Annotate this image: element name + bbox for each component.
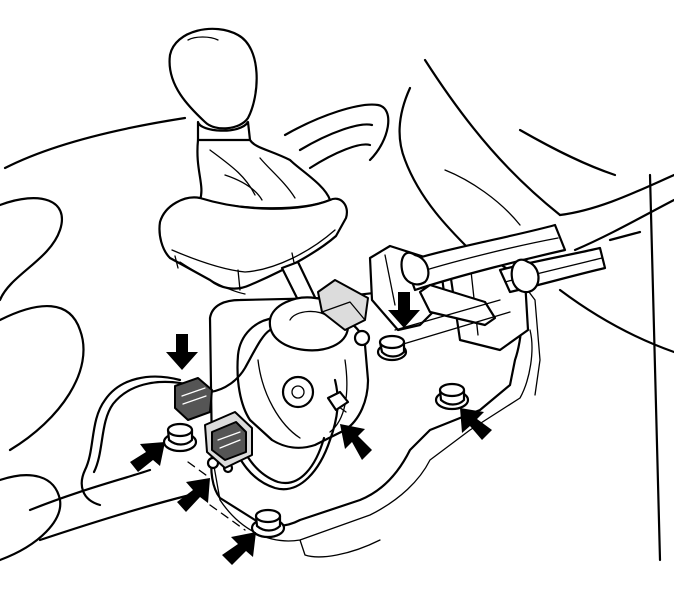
- arrow-top-left-connector: [166, 334, 198, 370]
- front-left-bolt: [162, 422, 198, 453]
- arrow-bottom-bolt: [222, 532, 256, 565]
- arrow-right-bolt: [460, 408, 492, 440]
- lower-connector: [204, 411, 253, 469]
- wiring-harness: [80, 328, 347, 507]
- solenoid-unit: [317, 279, 371, 347]
- mounting-bolts: [162, 334, 470, 539]
- arrow-center-clip: [340, 424, 372, 460]
- electrical-connectors: [174, 377, 253, 469]
- rear-right-bolt: [376, 334, 408, 362]
- arrow-left-bolt: [130, 442, 165, 472]
- pivot-boss: [281, 375, 315, 409]
- callout-arrows: [130, 292, 492, 565]
- upper-connector: [174, 377, 213, 421]
- leader-lines: [187, 461, 246, 531]
- arrow-top-right-bolt: [388, 292, 420, 328]
- shift-cables: [394, 223, 607, 346]
- front-right-bolt: [434, 382, 470, 411]
- arrow-center-bottom: [177, 478, 210, 512]
- harness-clip: [326, 390, 350, 412]
- boot-base: [158, 196, 348, 295]
- console-outline: [0, 58, 674, 562]
- rear-left-bolt: [250, 508, 286, 539]
- shift-boot: [196, 138, 332, 210]
- gear-knob: [168, 27, 258, 149]
